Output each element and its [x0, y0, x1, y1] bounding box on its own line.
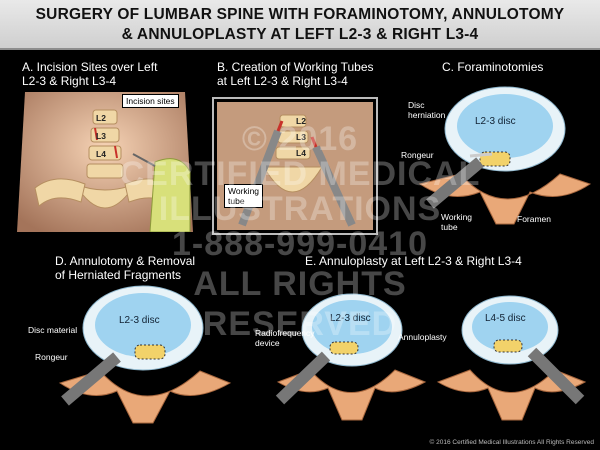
watermark-line-5: ALL RIGHTS — [193, 265, 407, 303]
watermark-line-4: 1-888-999-0410 — [172, 225, 428, 263]
disc-material-callout: Disc material — [28, 325, 78, 335]
panel-b-level-l4: L4 — [296, 148, 306, 158]
panel-a-level-l3: L3 — [96, 131, 106, 141]
disc-herniation-callout: Disc herniation — [408, 100, 446, 120]
panel-e-illustration-right — [436, 295, 587, 421]
panel-e-disc-label-2: L4-5 disc — [485, 313, 526, 324]
panel-b-label: B. Creation of Working Tubes at Left L2-… — [217, 60, 374, 88]
panel-c-disc-label: L2-3 disc — [475, 116, 516, 127]
title-line-2: & ANNULOPLASTY AT LEFT L2-3 & RIGHT L3-4 — [121, 26, 479, 43]
incision-sites-callout: Incision sites — [122, 94, 179, 108]
panel-d-label: D. Annulotomy & Removal of Herniated Fra… — [55, 254, 196, 282]
incision-mark-left — [94, 127, 98, 141]
radiofrequency-device-callout: Radiofrequency device — [255, 328, 315, 348]
panel-c-illustration — [418, 86, 592, 225]
panel-a-label: A. Incision Sites over Left L2-3 & Right… — [22, 60, 158, 88]
panel-d-illustration — [58, 285, 232, 424]
foramen-callout: Foramen — [517, 214, 552, 224]
title-bar: SURGERY OF LUMBAR SPINE WITH FORAMINOTOM… — [0, 0, 600, 50]
panel-e-disc-label-1: L2-3 disc — [330, 313, 371, 324]
panel-c-label: C. Foraminotomies — [442, 60, 544, 74]
watermark-line-3: ILLUSTRATIONS — [158, 190, 442, 228]
panel-a-illustration — [17, 92, 193, 232]
incision-mark-right — [114, 145, 118, 159]
watermark-line-1: © 2016 — [241, 120, 359, 158]
panel-e-label: E. Annuloplasty at Left L2-3 & Right L3-… — [305, 254, 522, 268]
rongeur-callout-d: Rongeur — [35, 352, 68, 362]
watermark-line-6: RESERVED — [202, 305, 398, 343]
panel-e-illustration-left — [275, 293, 427, 421]
working-tube-callout-c: Working tube — [441, 212, 473, 232]
title-line-1: SURGERY OF LUMBAR SPINE WITH FORAMINOTOM… — [35, 6, 565, 23]
annuloplasty-callout: Annuloplasty — [398, 332, 447, 342]
copyright-notice: © 2016 Certified Medical Illustrations A… — [429, 439, 594, 446]
panel-a-level-l2: L2 — [96, 113, 106, 123]
panel-b-level-l2: L2 — [296, 116, 306, 126]
watermark-line-2: CERTIFIED MEDICAL — [119, 155, 481, 193]
panel-d-disc-label: L2-3 disc — [119, 315, 160, 326]
working-tube-callout: Working tube — [224, 184, 264, 208]
panel-b-illustration — [212, 97, 378, 235]
panel-b-level-l3: L3 — [296, 132, 306, 142]
rongeur-callout-c: Rongeur — [401, 150, 434, 160]
panel-a-level-l4: L4 — [96, 149, 106, 159]
